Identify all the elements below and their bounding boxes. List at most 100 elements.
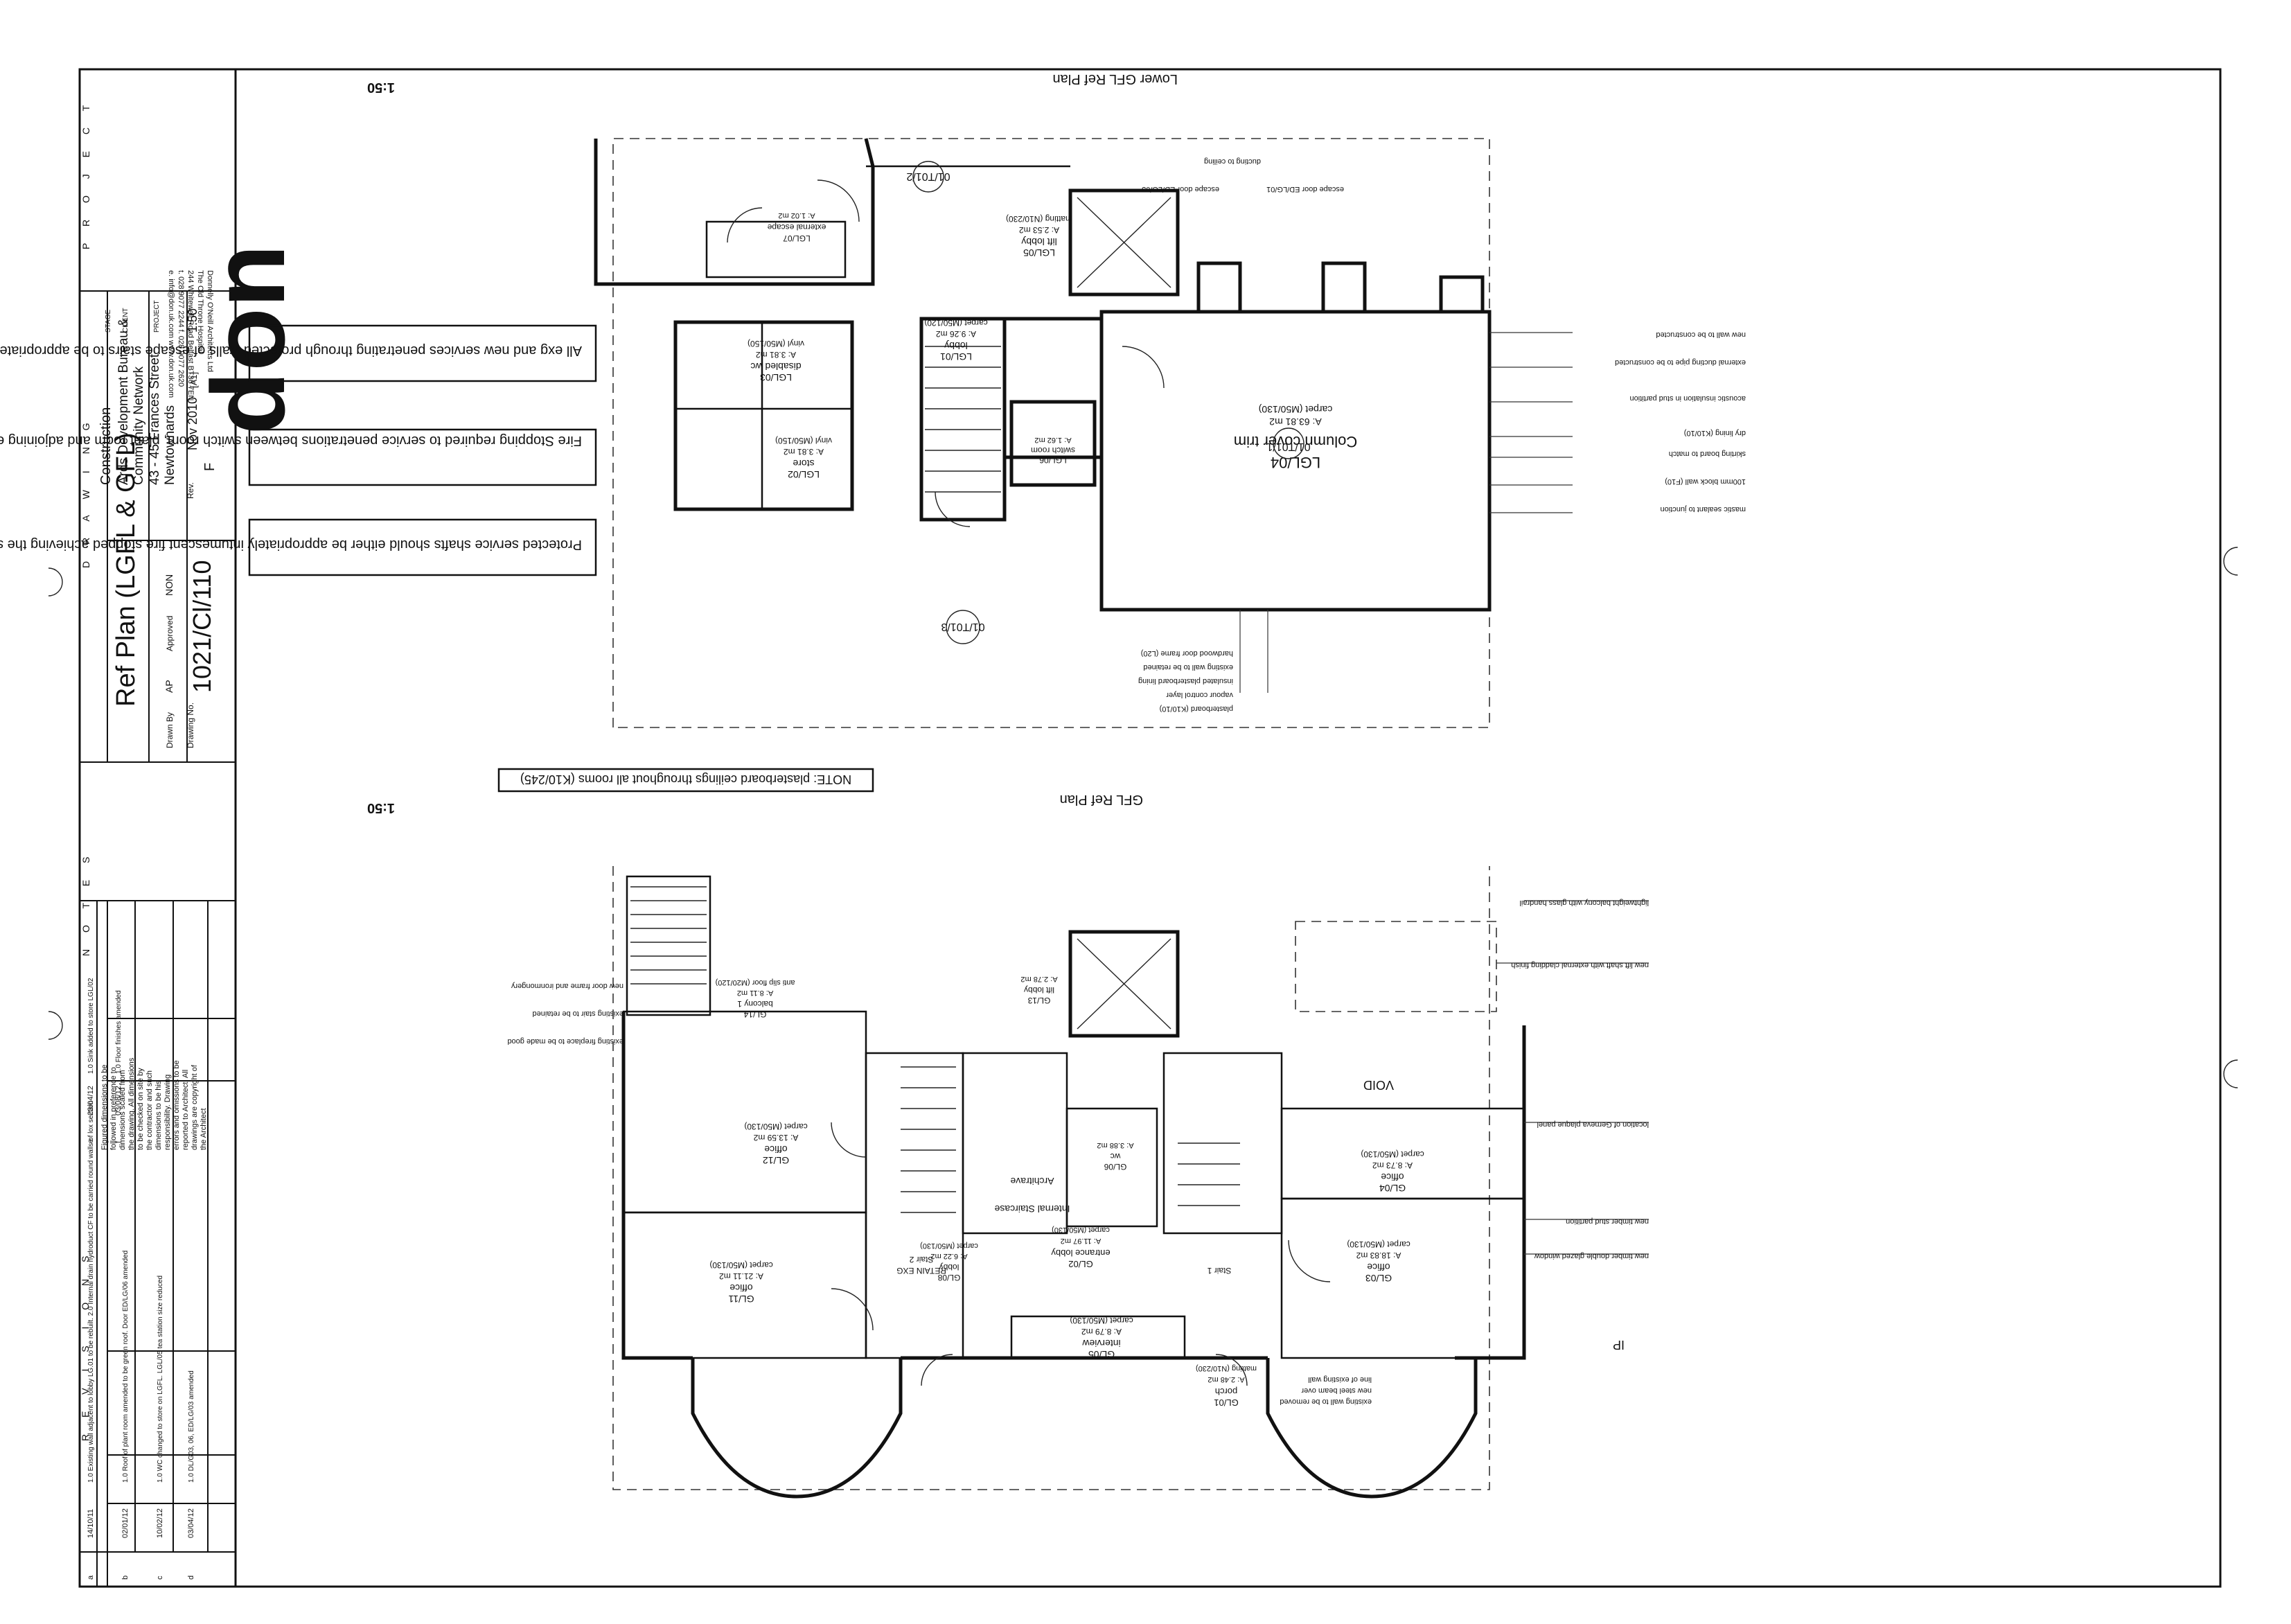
svg-text:existing fireplace to be made: existing fireplace to be made good xyxy=(507,1037,623,1045)
svg-text:carpet (M50/130): carpet (M50/130) xyxy=(1070,1316,1133,1325)
rev-row-b-date: 02/01/12 xyxy=(121,1508,130,1538)
practice-address: Donnelly O'Neill Architects Ltd The Old … xyxy=(167,270,214,400)
svg-text:GL/12: GL/12 xyxy=(763,1155,789,1166)
svg-text:carpet (M50/130): carpet (M50/130) xyxy=(1052,1226,1110,1234)
ground-lift-shaft xyxy=(1068,930,1180,1038)
lower-room-04-name: Column cover trim xyxy=(1234,433,1357,450)
drawing-vertical-label: D R A W I N G xyxy=(80,416,91,568)
svg-text:A: 3.81 m2: A: 3.81 m2 xyxy=(756,350,796,360)
rev-row-f-rev: f xyxy=(114,1140,123,1143)
svg-text:VOID: VOID xyxy=(1363,1078,1394,1092)
rev-row-b-desc: 1.0 Roof of plant room amended to be gre… xyxy=(122,1251,130,1483)
svg-text:new timber stud partition: new timber stud partition xyxy=(1566,1217,1649,1226)
client-label: CLIENT xyxy=(122,308,130,333)
lower-lobby xyxy=(1002,317,1104,459)
svg-text:lightweight balcony with glass: lightweight balcony with glass handrail xyxy=(1520,899,1649,907)
svg-text:100mm block wall (F10): 100mm block wall (F10) xyxy=(1665,477,1746,486)
svg-text:office: office xyxy=(1367,1262,1390,1273)
rev-row-e-desc: 1.0 Sink added to store LGL/02 xyxy=(87,978,95,1074)
rev-row-a-rev: a xyxy=(87,1575,95,1580)
svg-text:reported to Architect. All: reported to Architect. All xyxy=(182,1070,190,1150)
lower-plan-scale: 1:50 xyxy=(367,80,395,95)
scale-value: 1:50 xyxy=(186,308,200,333)
svg-text:A: 9.26 m2: A: 9.26 m2 xyxy=(936,329,976,339)
revisions-vertical: R E V I S I O N S xyxy=(80,1249,91,1441)
rev-value: F xyxy=(202,463,218,471)
svg-text:Stair 1: Stair 1 xyxy=(1207,1266,1231,1276)
boxed-notes: All exg and new services penetrating thr… xyxy=(0,324,597,576)
lower-room-04-id: LGL/04 xyxy=(1271,454,1320,471)
practice-line-1: Donnelly O'Neill Architects Ltd xyxy=(206,270,214,372)
svg-text:A: 3.88 m2: A: 3.88 m2 xyxy=(1097,1141,1133,1149)
practice-line-2: The Old Throne Hospital xyxy=(196,270,204,353)
approved-value: NON xyxy=(163,574,175,596)
lower-switch-room xyxy=(1009,400,1097,487)
svg-text:office: office xyxy=(764,1144,787,1155)
ip-tag: IP xyxy=(1613,1338,1625,1352)
svg-text:LGL/06: LGL/06 xyxy=(1039,455,1067,465)
detail-ref-1: 01/T01/1 xyxy=(1266,441,1310,452)
svg-text:dry lining (K10/10): dry lining (K10/10) xyxy=(1684,429,1746,437)
svg-text:GL/02: GL/02 xyxy=(1068,1259,1093,1269)
svg-text:carpet (M50/130): carpet (M50/130) xyxy=(1361,1149,1424,1159)
ground-stair-treads xyxy=(901,1066,1240,1213)
ground-annotations: lightweight balcony with glass handrail … xyxy=(507,899,1649,1406)
ceiling-note-box xyxy=(497,768,874,793)
svg-text:existing stair to be retained: existing stair to be retained xyxy=(533,1009,623,1018)
svg-text:insulated plasterboard lining: insulated plasterboard lining xyxy=(1138,677,1233,685)
svg-text:escape door ED/LG/03: escape door ED/LG/03 xyxy=(1142,185,1219,193)
project-vertical-label: P R O J E C T xyxy=(80,98,91,249)
lower-room-stores xyxy=(673,320,854,511)
room-gl06 xyxy=(1065,1107,1158,1228)
room-gl05 xyxy=(1010,1315,1186,1359)
svg-text:dimensions scaled from: dimensions scaled from xyxy=(118,1070,127,1150)
svg-text:A: 3.81 m2: A: 3.81 m2 xyxy=(784,447,824,457)
svg-text:porch: porch xyxy=(1215,1386,1238,1397)
lower-site-boundary xyxy=(612,138,1490,728)
svg-text:the Architect: the Architect xyxy=(200,1108,208,1150)
drawn-by-value: AP xyxy=(163,680,175,693)
rev-row-e-rev: e xyxy=(87,1139,95,1143)
punch-mark-1 xyxy=(48,567,63,597)
svg-text:acoustic insulation in stud pa: acoustic insulation in stud partition xyxy=(1629,394,1746,403)
svg-text:interview: interview xyxy=(1081,1338,1120,1349)
svg-text:responsibility. Drawing: responsibility. Drawing xyxy=(163,1075,172,1150)
svg-text:GL/08: GL/08 xyxy=(937,1273,960,1282)
svg-text:vapour control layer: vapour control layer xyxy=(1166,691,1233,699)
title-block: don Donnelly O'Neill Architects Ltd The … xyxy=(80,98,306,1587)
svg-text:Architrave: Architrave xyxy=(1010,1176,1054,1187)
svg-text:A: 6.22 m2: A: 6.22 m2 xyxy=(930,1252,967,1260)
svg-text:drawings are copyright of: drawings are copyright of xyxy=(191,1064,199,1150)
svg-text:GL/14: GL/14 xyxy=(743,1009,766,1019)
fire-stopping-note: Fire Stopping required to service penetr… xyxy=(0,433,582,448)
svg-text:the contractor and such: the contractor and such xyxy=(145,1070,154,1150)
svg-text:new door frame and ironmongery: new door frame and ironmongery xyxy=(511,982,623,990)
svg-text:A: 8.11 m2: A: 8.11 m2 xyxy=(737,989,773,997)
stage-label: STAGE xyxy=(105,310,112,333)
lower-lift-shaft xyxy=(1068,188,1180,297)
punch-mark-4 xyxy=(2223,1059,2238,1088)
svg-text:GL/06: GL/06 xyxy=(1104,1162,1126,1172)
lower-room-04-floor: carpet (M50/130) xyxy=(1259,404,1333,415)
practice-line-5: e. info@don.uk.com www.don.uk.com xyxy=(167,270,175,398)
stair-2-block xyxy=(865,1052,964,1359)
practice-logo: don xyxy=(190,245,306,435)
svg-text:GL/01: GL/01 xyxy=(1214,1397,1238,1408)
project-line-1: 43 - 45 Frances Street xyxy=(148,353,162,485)
notes-vertical-label: N O T E S xyxy=(80,850,91,956)
svg-text:external escape: external escape xyxy=(767,222,826,232)
svg-text:mastic sealant to junction: mastic sealant to junction xyxy=(1660,505,1746,513)
ground-plan-scale: 1:50 xyxy=(367,800,395,815)
svg-text:to be checked on site by: to be checked on site by xyxy=(136,1068,145,1150)
drawing-no-label: Drawing No. xyxy=(186,703,195,748)
svg-text:A: 1.02 m2: A: 1.02 m2 xyxy=(778,211,815,220)
svg-text:LGL/07: LGL/07 xyxy=(783,233,811,243)
svg-text:A: 1.62 m2: A: 1.62 m2 xyxy=(1034,436,1071,444)
fire-shaft-note-box xyxy=(248,324,597,382)
ground-left-wall xyxy=(621,1012,693,1360)
balcony-hatch xyxy=(630,886,707,985)
svg-text:dimensions to be his: dimensions to be his xyxy=(154,1080,163,1150)
svg-text:A: 18.83 m2: A: 18.83 m2 xyxy=(1356,1251,1401,1260)
